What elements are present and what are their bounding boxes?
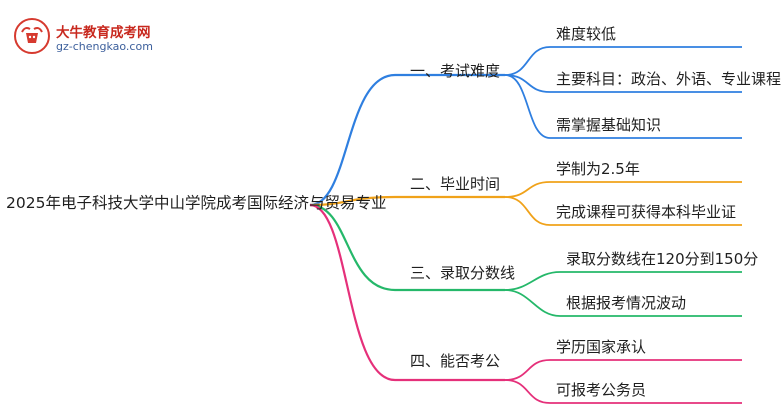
leaf-score-range: 录取分数线在120分到150分 [566, 250, 759, 268]
branch-exam-difficulty: 一、考试难度 [410, 62, 501, 80]
leaf-main-subjects: 主要科目：政治、外语、专业课程 [556, 70, 781, 88]
site-logo: 大牛教育成考网 gz-chengkao.com [14, 18, 164, 58]
edge-branch-2-leaf-1 [504, 289, 561, 317]
root-topic: 2025年电子科技大学中山学院成考国际经济与贸易专业 [6, 194, 387, 212]
edge-root-branch-0 [309, 73, 396, 207]
mindmap-canvas [309, 46, 742, 404]
edge-root-branch-3 [309, 203, 396, 382]
branch-graduation-time: 二、毕业时间 [410, 175, 501, 193]
leaf-difficulty-low: 难度较低 [556, 25, 617, 43]
edge-branch-3-leaf-1 [504, 379, 551, 404]
edge-branch-1-leaf-1 [504, 196, 551, 226]
edge-root-branch-1 [309, 195, 396, 207]
leaf-score-fluctuation: 根据报考情况波动 [566, 294, 687, 312]
edge-branch-3-leaf-0 [504, 359, 551, 381]
site-name: 大牛教育成考网 [56, 25, 151, 41]
site-url: gz-chengkao.com [56, 40, 153, 53]
edge-branch-0-leaf-2 [504, 74, 551, 139]
leaf-degree-recognized: 学历国家承认 [556, 338, 647, 356]
edge-root-branch-2 [309, 203, 396, 292]
branch-admission-score: 三、录取分数线 [410, 264, 516, 282]
edge-branch-1-leaf-0 [504, 181, 551, 198]
leaf-program-length: 学制为2.5年 [556, 160, 640, 178]
leaf-civil-service-eligible: 可报考公务员 [556, 381, 647, 399]
branch-civil-service: 四、能否考公 [410, 352, 501, 370]
edge-branch-0-leaf-0 [504, 46, 551, 76]
bull-logo-icon [14, 18, 50, 54]
edge-branch-2-leaf-0 [504, 271, 561, 291]
leaf-basic-knowledge: 需掌握基础知识 [556, 116, 662, 134]
leaf-diploma: 完成课程可获得本科毕业证 [556, 203, 737, 221]
